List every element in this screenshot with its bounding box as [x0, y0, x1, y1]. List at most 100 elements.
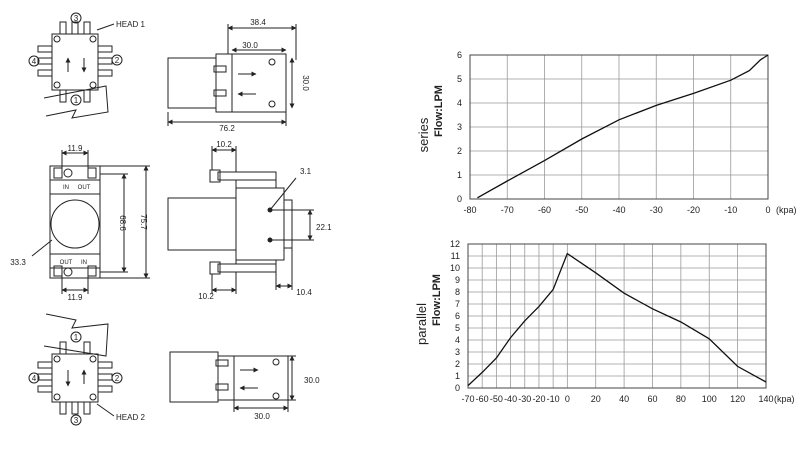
x-tick-label: -30	[650, 205, 663, 215]
y-axis-label: Flow:LPM	[433, 85, 445, 137]
front-body	[49, 165, 101, 279]
plot-frame	[467, 243, 767, 389]
dim-22-1: 22.1	[316, 223, 332, 232]
dim-3-1: 3.1	[300, 167, 312, 176]
dim-30-0-side-bottom: 30.0	[304, 376, 320, 385]
y-tick-label: 9	[455, 275, 460, 285]
dim-33-3: 33.3	[10, 258, 26, 267]
dim-10-4: 10.4	[296, 288, 312, 297]
motor-body	[169, 351, 219, 403]
head1-label: HEAD 1	[116, 20, 145, 29]
motor-body	[167, 57, 217, 109]
port-number-circle	[70, 94, 82, 106]
y-tick-label: 4	[457, 98, 462, 108]
port-number-circle	[111, 54, 123, 66]
x-tick-label: -70	[461, 394, 474, 404]
y-tick-label: 11	[451, 251, 460, 261]
y-tick-label: 12	[450, 239, 460, 249]
leader-line	[96, 23, 115, 31]
pump-top-view-head2	[28, 313, 123, 426]
x-tick-label: 20	[591, 394, 601, 404]
x-tick-label: 0	[565, 394, 570, 404]
y-tick-label: 6	[455, 311, 460, 321]
port	[37, 57, 53, 65]
x-tick-label: -60	[476, 394, 489, 404]
y-tick-label: 2	[455, 359, 460, 369]
y-tick-label: 2	[457, 146, 462, 156]
x-tick-label: -80	[463, 205, 476, 215]
screw	[53, 81, 61, 89]
port	[97, 57, 113, 65]
head-body	[217, 355, 289, 401]
x-axis-unit-label: (kpa)	[776, 205, 797, 215]
y-tick-label: 5	[457, 74, 462, 84]
x-tick-label: 100	[702, 394, 717, 404]
screw	[89, 81, 97, 89]
x-tick-label: -20	[687, 205, 700, 215]
y-axis-label: Flow:LPM	[431, 274, 443, 326]
dim-30-0-top: 30.0	[242, 41, 258, 50]
port	[97, 45, 113, 53]
x-tick-label: -10	[724, 205, 737, 215]
flow-curve	[477, 54, 769, 199]
y-tick-label: 1	[457, 170, 462, 180]
x-tick-label: 80	[676, 394, 686, 404]
port	[37, 45, 53, 53]
y-tick-label: 10	[450, 263, 460, 273]
dim-30-0-side: 30.0	[301, 75, 310, 91]
x-tick-label: -20	[532, 394, 545, 404]
port-in-label: IN	[63, 185, 69, 191]
x-tick-label: 0	[765, 205, 770, 215]
pump-body	[51, 33, 99, 91]
pump-front-view	[31, 150, 150, 294]
x-tick-label: -10	[547, 394, 560, 404]
head-body	[235, 187, 285, 261]
port-number-2: 2	[115, 56, 120, 65]
motor-circle	[50, 199, 100, 249]
x-tick-label: 120	[730, 394, 745, 404]
series-type-label: series	[416, 117, 431, 152]
pump-side-view-bottom	[169, 351, 296, 412]
port	[71, 21, 79, 35]
port-number-circle	[28, 55, 40, 67]
x-tick-label: 60	[647, 394, 657, 404]
dim-68-6: 68.6	[118, 215, 127, 231]
x-axis-unit-label: (kpa)	[774, 394, 795, 404]
x-tick-label: -70	[501, 205, 514, 215]
dim-10-2-top: 10.2	[216, 140, 232, 149]
port-out-label: OUT	[60, 260, 73, 266]
x-tick-label: -60	[538, 205, 551, 215]
port-out-label: OUT	[78, 185, 91, 191]
y-tick-label: 4	[455, 335, 460, 345]
port-number-3: 3	[74, 416, 79, 425]
dim-75-7: 75.7	[139, 214, 148, 230]
port	[37, 69, 53, 77]
series-type-label: parallel	[414, 303, 429, 345]
port	[59, 89, 67, 103]
port-number-circle	[70, 12, 82, 24]
screw	[53, 35, 61, 43]
y-tick-label: 8	[455, 287, 460, 297]
y-tick-label: 3	[457, 122, 462, 132]
dim-76-2: 76.2	[219, 124, 235, 133]
port	[83, 89, 91, 103]
dim-11-9-bottom: 11.9	[68, 293, 84, 302]
motor-body	[167, 197, 237, 251]
pump-top-view-head1	[28, 12, 123, 119]
x-tick-label: -40	[612, 205, 625, 215]
pump-side-view-middle	[167, 146, 314, 294]
y-tick-label: 1	[455, 371, 460, 381]
flow-curve	[467, 252, 767, 387]
head2-label: HEAD 2	[116, 413, 145, 422]
dim-30-0-bottom: 30.0	[254, 412, 270, 421]
dim-38-4: 38.4	[250, 18, 266, 27]
x-tick-label: -40	[504, 394, 517, 404]
port-number-4: 4	[32, 57, 37, 66]
port-number-1: 1	[74, 96, 79, 105]
y-tick-label: 3	[455, 347, 460, 357]
x-tick-label: -50	[490, 394, 503, 404]
head-body	[215, 53, 287, 113]
port	[97, 69, 113, 77]
